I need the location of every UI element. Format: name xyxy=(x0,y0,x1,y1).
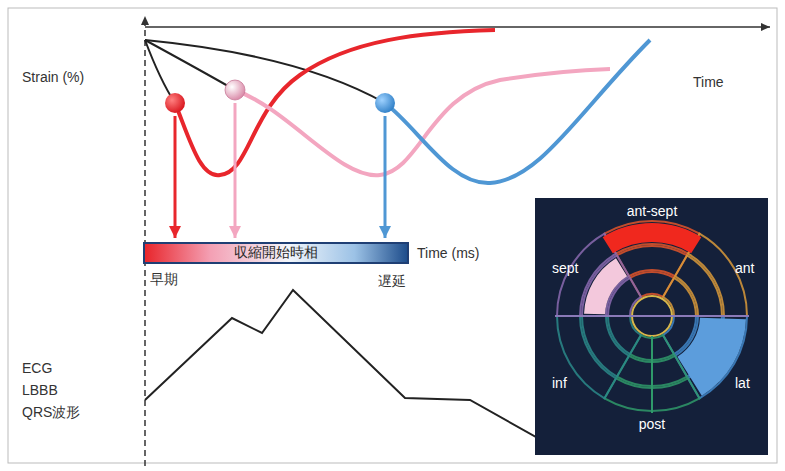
bullseye-segment xyxy=(608,316,641,354)
bullseye-segment xyxy=(675,255,722,316)
scale-end: 遅延 xyxy=(378,274,406,289)
signal-name: ECG xyxy=(22,361,52,376)
segment-name: lat xyxy=(735,376,750,391)
bullseye-panel xyxy=(535,198,768,455)
onset-ball xyxy=(375,93,395,113)
bullseye-segment xyxy=(582,255,629,316)
signal-name: LBBB xyxy=(22,383,58,398)
frame xyxy=(8,8,777,463)
x-axis xyxy=(145,26,770,28)
segment-name: ant xyxy=(735,261,754,276)
segment-name: post xyxy=(639,417,665,432)
early-strain-curve xyxy=(175,30,495,175)
onset-arrow xyxy=(174,116,177,238)
segment-name: inf xyxy=(552,376,567,391)
bullseye-segment xyxy=(582,316,629,377)
onset-phase-bar: 収縮開始時相 xyxy=(143,242,409,264)
axis-label: Strain (%) xyxy=(22,70,84,85)
segment-name: sept xyxy=(552,261,578,276)
onset-ball xyxy=(165,93,185,113)
onset-arrow xyxy=(384,116,387,238)
early-segment xyxy=(603,223,702,253)
lead-curve xyxy=(145,40,175,103)
divider-line xyxy=(651,336,653,413)
signal-name: QRS波形 xyxy=(22,405,80,420)
onset-ball xyxy=(225,80,245,100)
onset-arrow xyxy=(234,103,237,238)
mid-strain-curve xyxy=(235,69,610,175)
lead-curve xyxy=(145,40,235,90)
scale-end: 早期 xyxy=(150,272,178,287)
axis-label: Time (ms) xyxy=(417,246,479,261)
late-strain-curve xyxy=(385,40,650,183)
bar-title: 収縮開始時相 xyxy=(234,245,318,260)
mid-segment xyxy=(584,258,627,314)
segment-name: ant-sept xyxy=(627,204,678,219)
bullseye-segment xyxy=(630,272,674,297)
bullseye-segment xyxy=(663,278,696,316)
divider-line xyxy=(555,315,749,317)
axis-label: Time xyxy=(693,75,724,90)
